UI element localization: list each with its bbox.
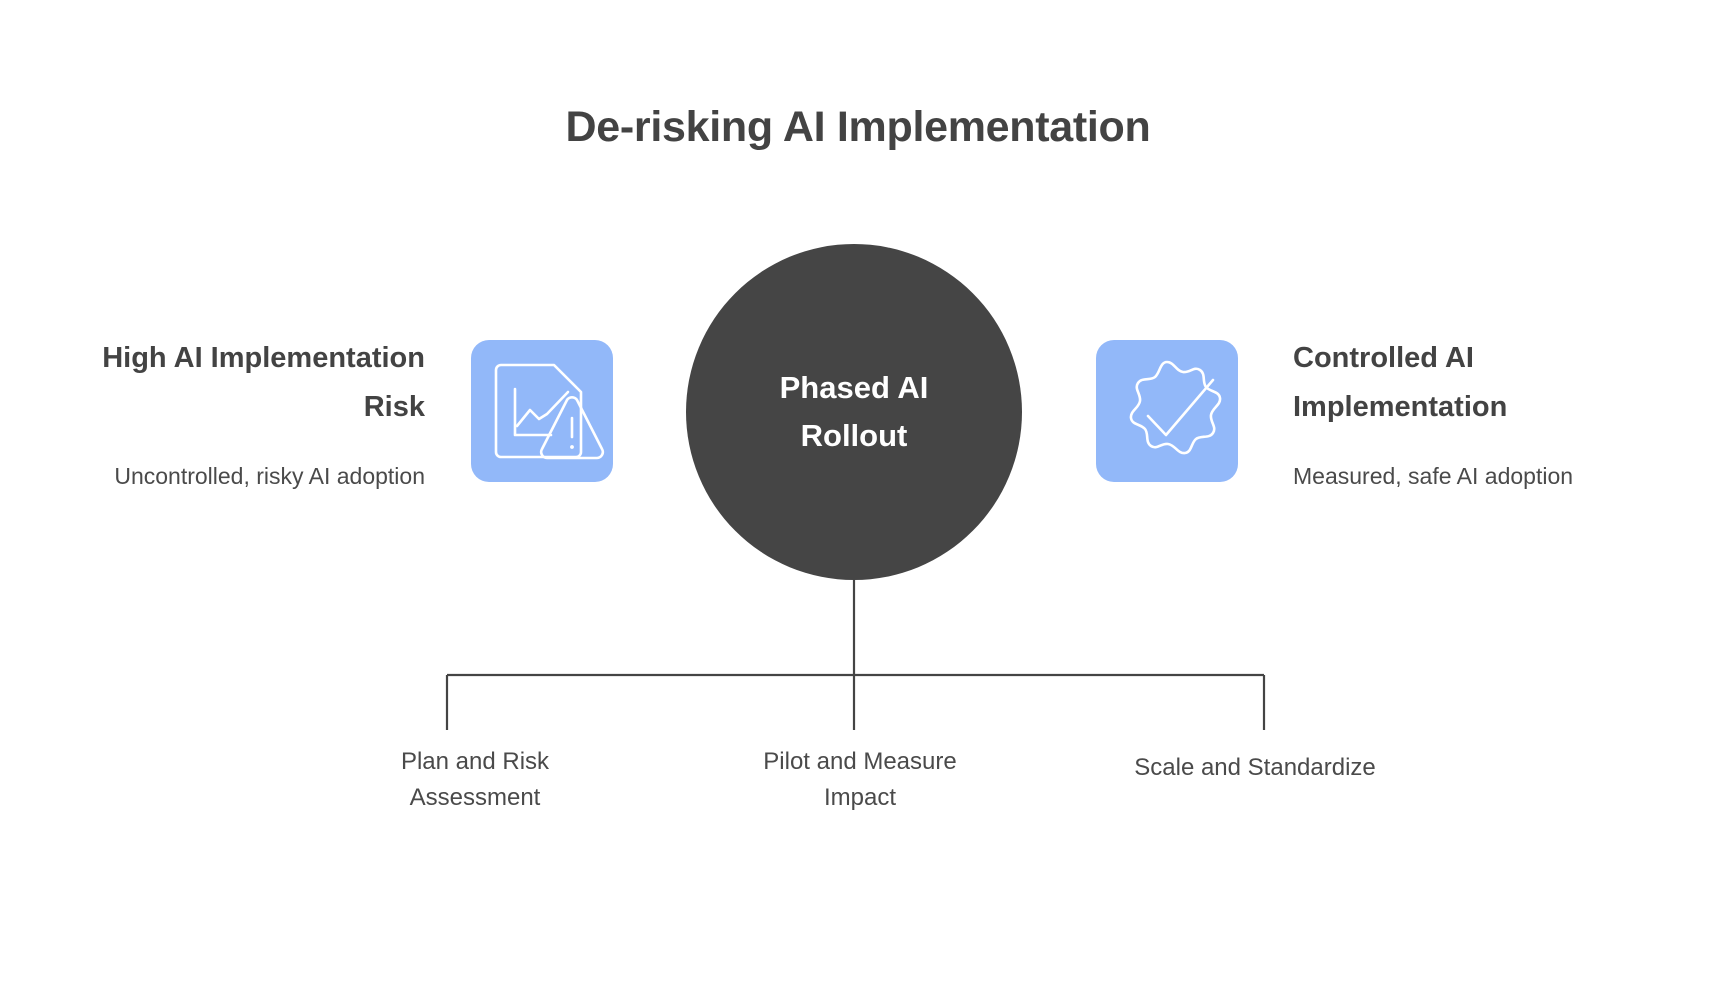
page-title: De-risking AI Implementation [565,103,1151,151]
left-state-subtext: Uncontrolled, risky AI adoption [114,463,425,489]
left-state-block: High AI Implementation Risk Uncontrolled… [100,334,425,494]
document-chart-warning-icon [471,340,613,482]
step-label-plan-and-risk-assessment: Plan and Risk Assessment [400,748,550,811]
verified-badge-check-icon-tile [1096,340,1238,482]
step-label-pilot-and-measure-impact: Pilot and Measure Impact [763,748,957,811]
right-state-heading: Controlled AI Implementation [1293,342,1508,423]
document-chart-warning-icon-tile [471,340,613,482]
left-state-heading: High AI Implementation Risk [102,342,425,423]
center-strategy-node: Phased AI Rollout [686,244,1022,580]
verified-badge-check-icon [1096,340,1238,482]
right-state-subtext: Measured, safe AI adoption [1293,463,1574,489]
center-strategy-label: Phased AI Rollout [779,370,929,453]
right-state-block: Controlled AI Implementation Measured, s… [1293,334,1633,494]
step-label-scale-and-standardize: Scale and Standardize [1134,754,1376,781]
